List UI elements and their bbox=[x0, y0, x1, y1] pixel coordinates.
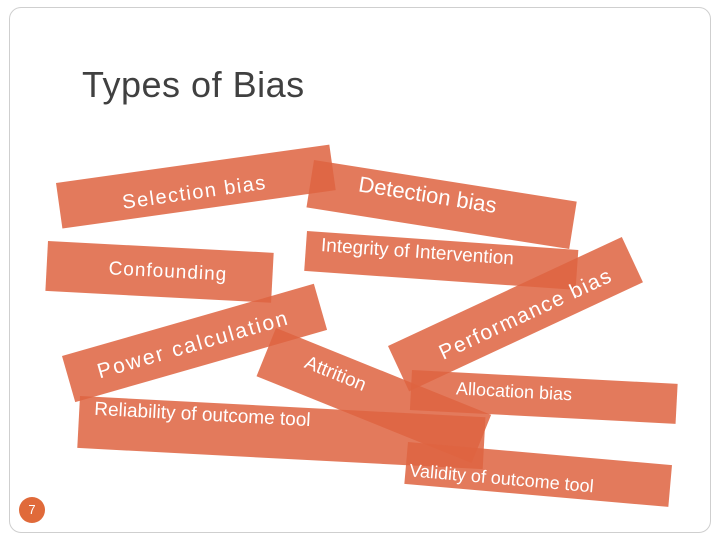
slide-title: Types of Bias bbox=[82, 64, 305, 105]
bias-label-selection: Selection bias bbox=[120, 171, 269, 214]
page-number-badge: 7 bbox=[19, 497, 45, 523]
bias-label-integrity: Integrity of Intervention bbox=[320, 235, 515, 270]
bias-label-confounding: Confounding bbox=[108, 258, 228, 286]
bias-label-allocation: Allocation bias bbox=[455, 378, 573, 405]
bias-label-attrition: Attrition bbox=[301, 352, 370, 396]
bias-band-validity: Validity of outcome tool bbox=[404, 442, 672, 507]
bias-label-reliability: Reliability of outcome tool bbox=[93, 398, 312, 432]
bias-label-validity: Validity of outcome tool bbox=[408, 460, 595, 497]
bias-band-confounding: Confounding bbox=[45, 241, 274, 303]
bias-band-selection: Selection bias bbox=[56, 144, 336, 229]
slide: Types of Bias Detection bias Selection b… bbox=[9, 7, 711, 533]
bias-label-detection: Detection bias bbox=[356, 171, 499, 218]
